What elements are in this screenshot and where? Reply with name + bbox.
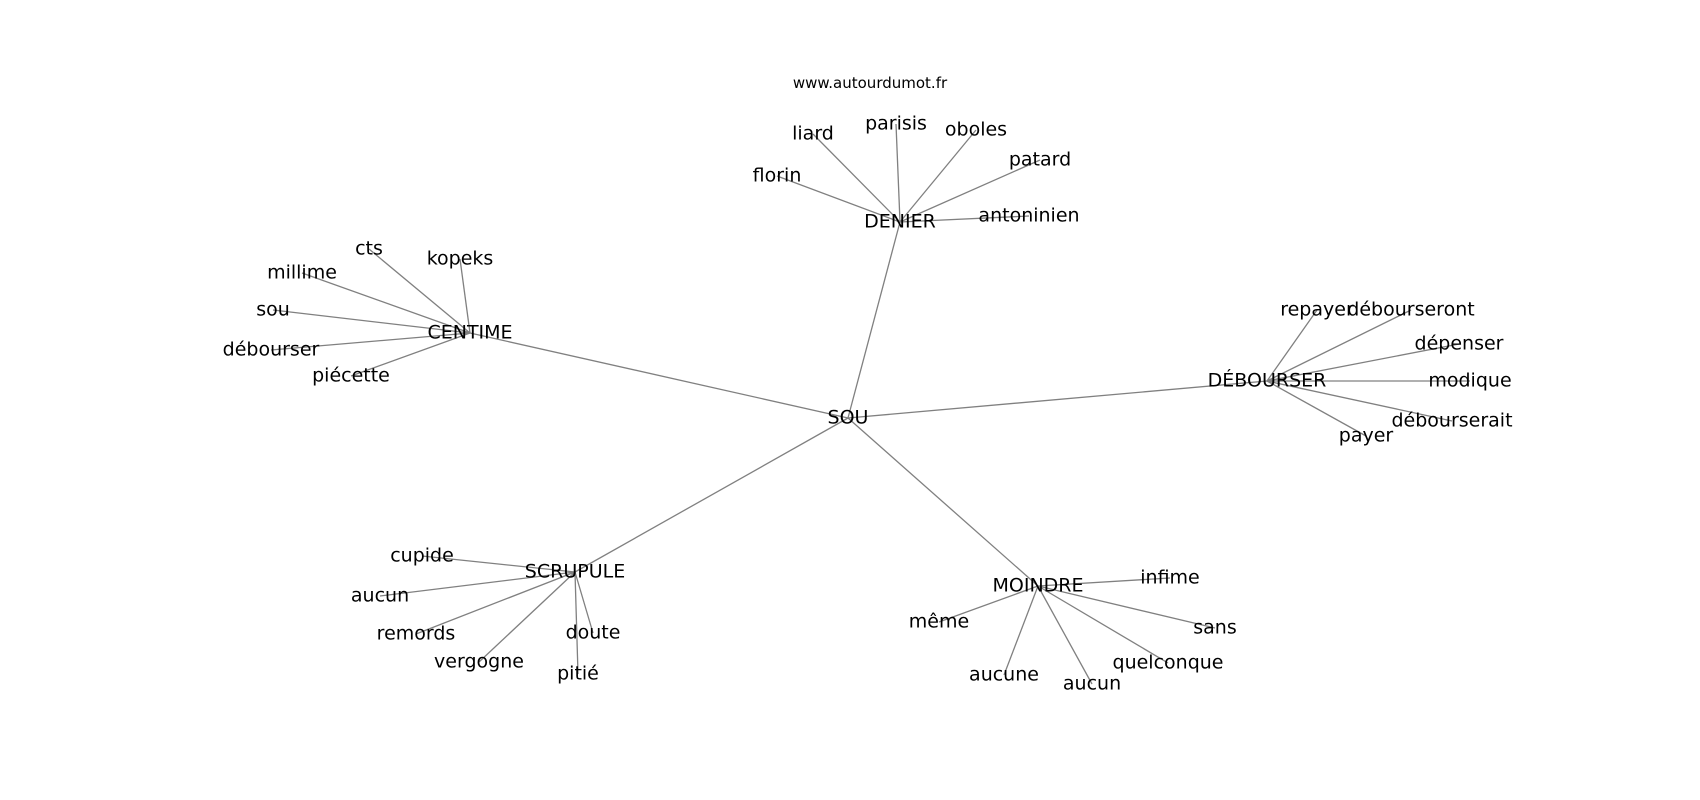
edge-hub-to-leaf bbox=[1037, 585, 1216, 629]
hub-node: DENIER bbox=[864, 210, 936, 233]
edge-hub-to-leaf bbox=[1037, 577, 1171, 587]
leaf-node: débourser bbox=[222, 338, 320, 361]
leaf-node: débourseront bbox=[1347, 298, 1475, 321]
edge-center-to-hub bbox=[847, 380, 1268, 419]
edge-hub-to-leaf bbox=[270, 332, 471, 351]
leaf-node: piécette bbox=[312, 364, 390, 387]
watermark: www.autourdumot.fr bbox=[792, 74, 948, 92]
leaf-node: débourserait bbox=[1391, 409, 1513, 432]
edge-hub-to-leaf bbox=[350, 332, 471, 377]
edge-hub-to-leaf bbox=[938, 585, 1039, 623]
leaf-node: oboles bbox=[944, 118, 1008, 141]
edge-hub-to-leaf bbox=[421, 555, 576, 573]
edge-hub-to-leaf bbox=[1037, 585, 1093, 685]
leaf-node: doute bbox=[565, 621, 621, 644]
leaf-node: quelconque bbox=[1112, 651, 1224, 674]
hub-node: SCRUPULE bbox=[524, 560, 626, 583]
hub-node: DÉBOURSER bbox=[1207, 369, 1327, 392]
edge-hub-to-leaf bbox=[368, 248, 471, 334]
leaf-node: millime bbox=[267, 261, 337, 284]
leaf-node: aucune bbox=[969, 663, 1039, 686]
leaf-node: dépenser bbox=[1414, 332, 1504, 355]
edge-hub-to-leaf bbox=[899, 159, 1041, 223]
edge-center-to-hub bbox=[847, 221, 901, 419]
edge-hub-to-leaf bbox=[1266, 343, 1460, 382]
edge-hub-to-leaf bbox=[272, 309, 471, 334]
edge-hub-to-leaf bbox=[899, 129, 977, 223]
leaf-node: même bbox=[908, 610, 970, 633]
leaf-node: patard bbox=[1008, 148, 1072, 171]
leaf-node: parisis bbox=[865, 112, 927, 135]
leaf-node: aucun bbox=[350, 584, 410, 607]
leaf-node: modique bbox=[1428, 369, 1512, 392]
leaf-node: aucun bbox=[1062, 672, 1122, 695]
edge-hub-to-leaf bbox=[895, 123, 901, 223]
edge-hub-to-leaf bbox=[1266, 309, 1412, 382]
edge-hub-to-leaf bbox=[812, 133, 901, 223]
edge-hub-to-leaf bbox=[776, 175, 901, 223]
edge-hub-to-leaf bbox=[301, 272, 471, 334]
leaf-node: florin bbox=[752, 164, 802, 187]
edge-hub-to-leaf bbox=[415, 571, 576, 635]
edge-center-to-hub bbox=[469, 332, 849, 419]
leaf-node: payer bbox=[1338, 424, 1394, 447]
edge-hub-to-leaf bbox=[574, 571, 579, 675]
leaf-node: remords bbox=[376, 622, 456, 645]
leaf-node: antoninien bbox=[978, 204, 1080, 227]
edge-center-to-hub bbox=[847, 417, 1039, 587]
edge-hub-to-leaf bbox=[1266, 380, 1453, 422]
leaf-node: liard bbox=[792, 122, 834, 145]
leaf-node: cts bbox=[355, 237, 383, 260]
leaf-node: sans bbox=[1193, 616, 1237, 639]
leaf-node: sou bbox=[256, 298, 290, 321]
edge-hub-to-leaf bbox=[459, 258, 471, 334]
leaf-node: cupide bbox=[390, 544, 454, 567]
hub-node: MOINDRE bbox=[992, 574, 1084, 597]
leaf-node: infime bbox=[1140, 566, 1200, 589]
edge-hub-to-leaf bbox=[1037, 585, 1169, 664]
edge-hub-to-leaf bbox=[478, 571, 576, 663]
edge-hub-to-leaf bbox=[1266, 309, 1318, 382]
hub-node: CENTIME bbox=[427, 321, 513, 344]
leaf-node: pitié bbox=[557, 662, 599, 685]
leaf-node: vergogne bbox=[434, 650, 524, 673]
leaf-node: repayer bbox=[1280, 298, 1354, 321]
edge-hub-to-leaf bbox=[899, 215, 1030, 223]
edge-hub-to-leaf bbox=[1266, 380, 1367, 437]
center-node: SOU bbox=[827, 406, 869, 429]
edge-center-to-hub bbox=[574, 417, 849, 573]
edge-hub-to-leaf bbox=[1003, 585, 1039, 676]
edge-hub-to-leaf bbox=[574, 571, 594, 634]
edge-hub-to-leaf bbox=[379, 571, 576, 597]
leaf-node: kopeks bbox=[426, 247, 494, 270]
